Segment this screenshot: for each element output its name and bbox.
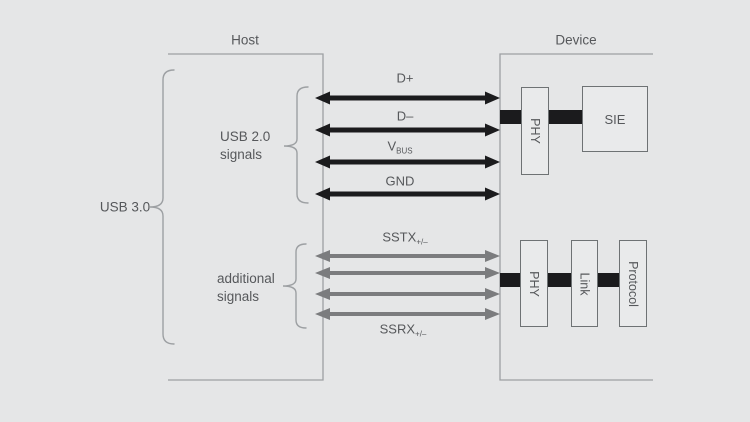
- device-title: Device: [555, 32, 597, 48]
- additional-group-label: additional signals: [217, 270, 275, 306]
- gnd-text: GND: [385, 173, 415, 189]
- block-sie: SIE: [582, 86, 648, 152]
- sstx-text: SSTX: [382, 229, 417, 245]
- additional-group-label-line1: additional: [217, 271, 275, 286]
- signal-arrow-sstx-plus: [315, 250, 500, 262]
- block-protocol-label: Protocol: [626, 260, 641, 307]
- block-link-label: Link: [577, 272, 592, 295]
- signal-arrow-vbus: [315, 155, 500, 169]
- usb2-group-label-line2: signals: [220, 147, 263, 162]
- block-usb2-phy: PHY: [521, 87, 549, 175]
- signal-arrow-gnd: [315, 187, 500, 201]
- usb2-group-label-line1: USB 2.0: [220, 129, 271, 144]
- block-usb3-phy: PHY: [520, 240, 548, 327]
- device-box-outline: [499, 53, 653, 381]
- ssrx-text: SSRX: [379, 321, 416, 337]
- usb2-signals-brace: [283, 86, 309, 204]
- signal-arrow-ssrx-plus: [315, 288, 500, 300]
- host-box-outline: [168, 53, 324, 381]
- usb3-bus-bar: [500, 273, 625, 287]
- block-link: Link: [571, 240, 598, 327]
- signal-arrow-d-minus: [315, 123, 500, 137]
- usb3-brace: [149, 69, 175, 345]
- d-plus-text: D+: [396, 70, 414, 86]
- d-minus-text: D–: [396, 108, 414, 124]
- block-sie-label: SIE: [604, 111, 626, 127]
- ssrx-label: SSRX+/–: [380, 322, 427, 339]
- vbus-text: V: [387, 138, 397, 154]
- gnd-label: GND: [386, 174, 415, 191]
- signal-arrow-d-plus: [315, 91, 500, 105]
- d-minus-label: D–: [397, 109, 414, 126]
- additional-group-label-line2: signals: [217, 289, 260, 304]
- block-usb3-phy-label: PHY: [526, 270, 541, 297]
- sstx-label: SSTX+/–: [382, 230, 427, 247]
- vbus-label: VBUS: [387, 139, 412, 156]
- host-title: Host: [231, 32, 259, 48]
- signal-arrow-sstx-minus: [315, 267, 500, 279]
- signal-arrow-ssrx-minus: [315, 308, 500, 320]
- additional-signals-brace: [282, 243, 307, 329]
- vbus-sub: BUS: [396, 146, 413, 156]
- usb3-group-label: USB 3.0: [99, 199, 151, 215]
- block-usb2-phy-label: PHY: [527, 118, 542, 144]
- block-protocol: Protocol: [619, 240, 647, 327]
- ssrx-sub: +/–: [415, 329, 427, 339]
- sstx-sub: +/–: [416, 237, 428, 247]
- d-plus-label: D+: [397, 71, 414, 88]
- usb2-group-label: USB 2.0 signals: [220, 128, 270, 164]
